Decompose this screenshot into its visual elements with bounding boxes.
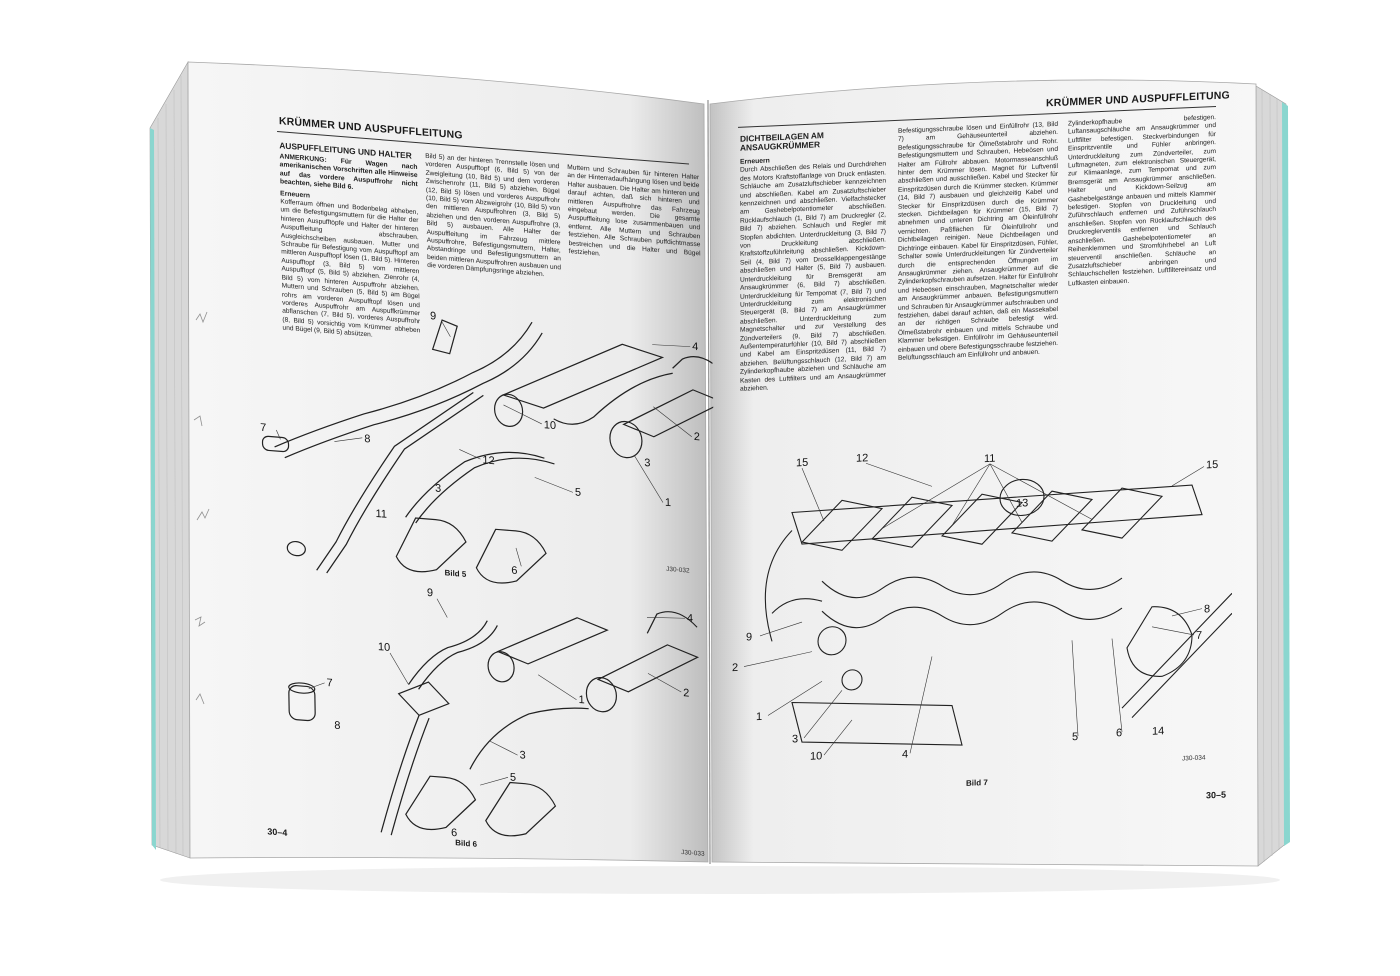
right-page-sheet (709, 79, 1259, 867)
oil-filler-13 (999, 478, 1045, 517)
fig6-label-4: 4 (687, 612, 693, 624)
fig5-callouts: 9 4 2 10 3 7 8 12 11 3 5 1 6 (260, 310, 700, 577)
fig7-label-15-left: 15 (796, 457, 808, 470)
left-column-2: Bild 5) an der hinteren Trennstelle löse… (425, 153, 561, 281)
fig7-callouts: 15 12 11 13 15 9 2 1 3 10 4 5 6 14 8 7 (732, 452, 1218, 763)
muffler-upper-left (501, 343, 665, 409)
left-page-sheet (187, 61, 709, 863)
right-col3-text: Zylinderkopfhaube befestigen. Luftansaug… (1068, 113, 1216, 288)
fig7-label-3: 3 (792, 733, 798, 745)
hose-left (764, 530, 793, 642)
fig6-label-5: 5 (510, 772, 516, 784)
manifold-end-14 (1126, 606, 1193, 677)
fig6-label-1: 1 (578, 694, 584, 706)
fig5-label-3-bottom: 3 (435, 483, 441, 495)
left-page-number: 30–4 (267, 826, 288, 838)
fig5-label-8: 8 (364, 433, 370, 445)
fig6-label-6: 6 (451, 827, 457, 839)
fig5-label-7: 7 (260, 422, 266, 434)
flange-7 (261, 435, 290, 453)
fig6-callouts: 9 4 10 2 7 1 8 3 5 6 (327, 587, 694, 839)
fig5-label-5: 5 (575, 487, 581, 499)
left-page-stack-teal (150, 128, 156, 850)
right-column-1: DICHTBEILAGEN AM ANSAUGKRÜMMER Erneuern … (740, 128, 886, 394)
rear-muffler-left (405, 775, 477, 831)
left-col3-text: Muttern und Schrauben für hinteren Halte… (567, 163, 701, 258)
fig7-label-6: 6 (1116, 727, 1122, 739)
right-page-number: 30–5 (1206, 789, 1227, 801)
fig7-label-2: 2 (732, 662, 738, 674)
fig5-label-12: 12 (482, 454, 494, 467)
fig5-label-1: 1 (665, 497, 671, 509)
fig7-label-7: 7 (1196, 630, 1202, 642)
bracket-9 (431, 319, 458, 355)
rear-muffler-right (485, 781, 557, 837)
manifold-runner-5 (1080, 487, 1164, 539)
fig6-label-9: 9 (427, 587, 433, 599)
figure-bild-7: 15 12 11 13 15 9 2 1 3 10 4 5 6 14 8 7 (732, 452, 1232, 763)
left-page-stack (149, 60, 191, 859)
manifold-runner-4 (1010, 490, 1094, 542)
fig6-label-10: 10 (378, 641, 390, 654)
muffler-upper-right (596, 644, 700, 693)
fig5-label-4: 4 (692, 341, 698, 353)
fig5-label-2: 2 (694, 431, 700, 443)
fig7-label-5: 5 (1072, 731, 1078, 743)
manifold-runner-1 (800, 499, 884, 551)
figure-bild-6: 9 4 10 2 7 1 8 3 5 6 (288, 587, 700, 839)
fig6-label-2: 2 (683, 687, 689, 699)
fig7-code: J30-034 (1182, 754, 1206, 763)
fig7-label-4: 4 (902, 748, 908, 760)
manifold-runner-3 (940, 493, 1024, 545)
fig5-label-10: 10 (544, 419, 556, 432)
right-col2-text: Befestigungsschraube lösen und Einfüllro… (898, 120, 1058, 362)
left-page: KRÜMMER UND AUSPUFFLEITUNG AUSPUFFLEITUN… (188, 62, 722, 884)
rear-muffler-left (395, 517, 467, 573)
fig5-label-3-top: 3 (644, 457, 650, 469)
rear-muffler-right (475, 528, 547, 584)
right-column-3: Zylinderkopfhaube befestigen. Luftansaug… (1068, 114, 1216, 289)
fig7-label-8: 8 (1204, 603, 1210, 615)
right-page-stack-teal (1282, 102, 1290, 846)
fig6-label-8: 8 (334, 720, 340, 732)
front-pipe (274, 321, 533, 448)
fig7-label-11: 11 (984, 453, 995, 465)
flange-7-8 (288, 685, 316, 722)
fig5-label-11: 11 (375, 508, 387, 521)
fig7-label-10: 10 (810, 750, 822, 763)
fig6-caption: Bild 6 (455, 838, 478, 849)
left-column-3: Muttern und Schrauben für hinteren Halte… (567, 164, 701, 267)
left-col2-text: Bild 5) an der hinteren Trennstelle löse… (425, 152, 562, 279)
right-column-2: Befestigungsschraube lösen und Einfüllro… (898, 121, 1058, 363)
fuel-rail (791, 484, 1203, 545)
fig5-caption: Bild 5 (444, 568, 467, 580)
fig5-label-9: 9 (430, 310, 436, 322)
right-page: KRÜMMER UND AUSPUFFLEITUNG DICHTBEILAGEN… (712, 60, 1260, 864)
fig7-label-1: 1 (756, 711, 762, 723)
fig7-label-12: 12 (856, 452, 868, 465)
manifold-runner-2 (870, 496, 954, 548)
muffler-upper-right (622, 389, 717, 438)
gasket-10 (791, 701, 963, 746)
catalytic-converter-10 (397, 681, 450, 717)
right-col1-text: Durch Abschließen des Relais und Durchdr… (740, 160, 886, 393)
fig7-caption: Bild 7 (966, 777, 988, 788)
fig7-label-13: 13 (1016, 497, 1028, 510)
fig7-label-15-right: 15 (1206, 459, 1218, 472)
y-pipe (408, 620, 488, 685)
fig6-label-7: 7 (327, 677, 333, 689)
fig5-label-6: 6 (511, 565, 517, 577)
figure-bild-5: 9 4 2 10 3 7 8 12 11 3 5 1 6 (260, 310, 717, 584)
fig7-label-9: 9 (746, 631, 752, 643)
fig6-label-3: 3 (519, 749, 525, 761)
muffler-upper-left (496, 617, 609, 665)
fig7-label-14: 14 (1152, 725, 1164, 738)
